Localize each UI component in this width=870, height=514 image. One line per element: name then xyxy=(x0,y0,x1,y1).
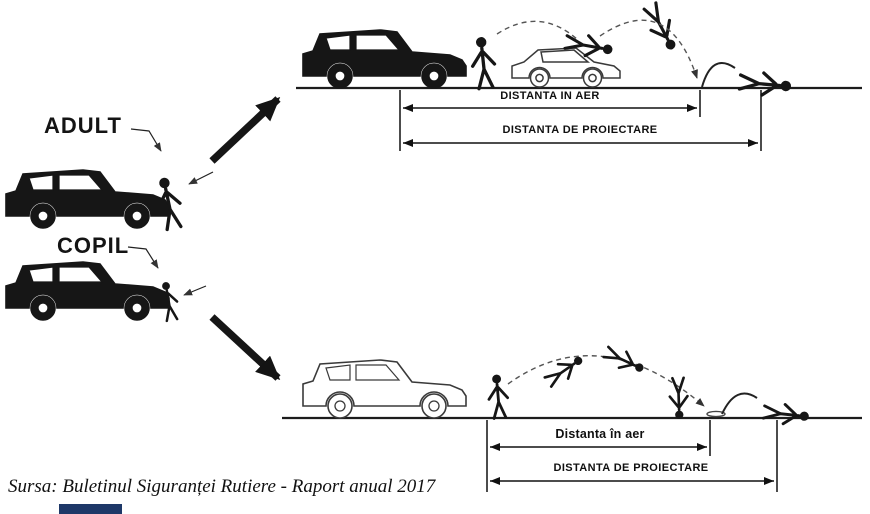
impact-truck-outline-icon xyxy=(303,360,466,418)
copil-impact-pointer xyxy=(183,285,207,296)
source-caption: Sursa: Buletinul Siguranței Rutiere - Ra… xyxy=(8,476,436,497)
bottom-projection-distance-label: DISTANTA DE PROIECTARE xyxy=(553,462,709,474)
landed-adult-icon xyxy=(737,69,794,100)
adult-scenario-arrow xyxy=(209,96,281,164)
trajectory-arc-top-2 xyxy=(599,19,698,79)
bottom-bar-fragment xyxy=(59,504,122,514)
adult-impact-scene xyxy=(296,0,862,151)
adult-callout-line xyxy=(130,128,162,152)
trajectory-arc-top-1 xyxy=(496,20,579,41)
copil-scenario-left xyxy=(6,246,207,323)
copil-truck-icon xyxy=(6,262,169,320)
adult-truck-icon xyxy=(6,170,169,228)
copil-scenario-arrow xyxy=(209,314,281,381)
landed-child-icon xyxy=(761,400,812,428)
flying-child-3-icon xyxy=(667,376,690,421)
struck-adult-icon xyxy=(468,34,499,91)
sedan-outline-icon xyxy=(511,47,621,88)
struck-child-icon xyxy=(485,372,511,421)
copil-impact-scene xyxy=(282,342,862,492)
flying-child-2-icon xyxy=(600,342,649,379)
tumbling-person-icon xyxy=(639,0,684,56)
top-air-distance-label: DISTANTA IN AER xyxy=(500,90,600,102)
bounce-arc-bottom xyxy=(721,392,758,415)
adult-impact-pointer xyxy=(188,171,214,185)
top-projection-distance-label: DISTANTA DE PROIECTARE xyxy=(502,124,658,136)
bottom-air-distance-label: Distanta în aer xyxy=(555,427,645,441)
adult-scenario-left xyxy=(6,128,214,232)
flying-child-1-icon xyxy=(541,349,588,391)
label-copil: COPIL xyxy=(57,233,130,258)
impact-truck-solid-icon xyxy=(303,30,466,88)
copil-callout-line xyxy=(127,246,159,269)
bounce-arc-top xyxy=(701,62,736,88)
impact-mark xyxy=(706,410,726,418)
label-adult: ADULT xyxy=(44,113,122,138)
